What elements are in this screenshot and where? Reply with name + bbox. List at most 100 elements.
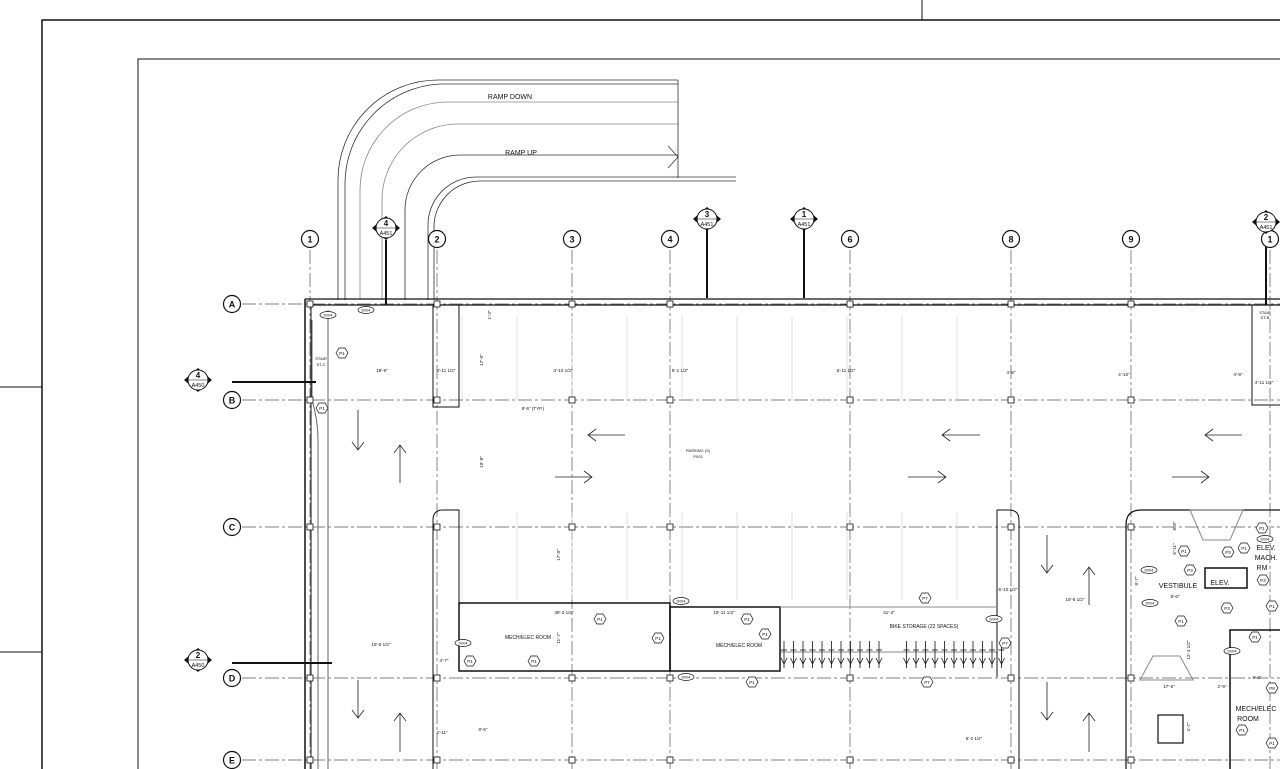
partition-tag[interactable]: P8 bbox=[1265, 682, 1279, 694]
section-number: 4 bbox=[196, 371, 201, 380]
section-number: 2 bbox=[196, 651, 201, 660]
partition-tag[interactable]: P7 bbox=[920, 676, 934, 688]
tag-text: P1 bbox=[1252, 635, 1258, 640]
dimension-label: 8'-6" bbox=[1171, 594, 1180, 599]
dimension-label: 5'-1 1/2" bbox=[672, 368, 689, 373]
dimension-label: 8'-6" (TYP.) bbox=[522, 406, 545, 411]
tag-text: P1 bbox=[467, 659, 473, 664]
partition-tag[interactable]: P1 bbox=[1265, 600, 1279, 612]
door-number: D004 bbox=[361, 309, 370, 313]
grid-bubble-column: 3 bbox=[562, 229, 582, 249]
partition-tag[interactable]: P1 bbox=[651, 632, 665, 644]
dimension-label: 1'-3" bbox=[487, 310, 492, 319]
partition-tag[interactable]: P1 bbox=[1177, 545, 1191, 557]
room-label: ELEV. bbox=[1210, 580, 1229, 587]
dimension-label: 4'-11 1/2" bbox=[437, 368, 456, 373]
grid-label: 3 bbox=[569, 235, 574, 245]
door-tag[interactable]: D004 bbox=[1141, 599, 1159, 607]
door-tag[interactable]: D004 bbox=[319, 311, 337, 319]
tag-text: P1 bbox=[655, 636, 661, 641]
tag-text: P1 bbox=[1241, 546, 1247, 551]
door-tag[interactable]: D004 bbox=[1140, 566, 1158, 574]
grid-label: B bbox=[229, 396, 236, 406]
tag-text: P1 bbox=[319, 406, 325, 411]
room-label: MECH/ELEC ROOM bbox=[716, 643, 762, 649]
grid-label: D bbox=[229, 674, 236, 684]
dimension-label: 18'-9" bbox=[376, 368, 388, 373]
grid-label: 2 bbox=[434, 235, 439, 245]
grid-label: 6 bbox=[847, 235, 852, 245]
partition-tag[interactable]: P1 bbox=[463, 655, 477, 667]
partition-tag[interactable]: P1 bbox=[1237, 542, 1251, 554]
room-label: ST-B bbox=[1261, 315, 1270, 320]
door-number: D004 bbox=[681, 676, 690, 680]
door-number: D004 bbox=[458, 642, 467, 646]
grid-bubble-row: A bbox=[222, 294, 242, 314]
tag-text: P1 bbox=[1269, 741, 1275, 746]
partition-tag[interactable]: P1 bbox=[1265, 737, 1279, 749]
grid-bubble-column: 6 bbox=[840, 229, 860, 249]
partition-tag[interactable]: P1 bbox=[740, 613, 754, 625]
door-tag[interactable]: D004 bbox=[677, 673, 695, 681]
dimension-label: 2'-9" bbox=[1218, 684, 1227, 689]
partition-tag[interactable]: P1 bbox=[1235, 724, 1249, 736]
door-tag[interactable]: D004 bbox=[454, 639, 472, 647]
section-sheet: A451 bbox=[701, 222, 714, 228]
tag-text: P3 bbox=[1225, 550, 1231, 555]
grid-label: 4 bbox=[667, 235, 672, 245]
door-number: D004 bbox=[1144, 569, 1153, 573]
grid-label: 1 bbox=[1267, 235, 1272, 245]
partition-tag[interactable]: P1 bbox=[758, 628, 772, 640]
partition-tag[interactable]: P1 bbox=[593, 613, 607, 625]
door-tag[interactable]: D004 bbox=[985, 615, 1003, 623]
partition-tag[interactable]: P3 bbox=[1256, 574, 1270, 586]
dimension-label: 4'-8" bbox=[1007, 370, 1016, 375]
grid-bubble-column: 1 bbox=[1260, 229, 1280, 249]
room-label: MECH/ELEC bbox=[1236, 706, 1277, 713]
partition-tag[interactable]: P3 bbox=[1221, 546, 1235, 558]
tag-text: P8 bbox=[1269, 686, 1275, 691]
tag-text: P1 bbox=[597, 617, 603, 622]
door-tag[interactable]: D004 bbox=[357, 306, 375, 314]
section-sheet: A451 bbox=[1260, 225, 1273, 231]
ramp bbox=[337, 79, 736, 300]
partition-tag[interactable]: P1 bbox=[1255, 522, 1269, 534]
partition-tag[interactable]: P1 bbox=[1174, 615, 1188, 627]
partition-tag[interactable]: P1 bbox=[1248, 631, 1262, 643]
partition-tag[interactable]: P1 bbox=[315, 402, 329, 414]
tag-text: P3 bbox=[1260, 578, 1266, 583]
partition-tag[interactable]: P3 bbox=[1220, 602, 1234, 614]
partition-tag[interactable]: P1 bbox=[335, 347, 349, 359]
partition-tag[interactable]: P7 bbox=[918, 592, 932, 604]
section-number: 3 bbox=[705, 210, 710, 219]
partition-tag[interactable]: P7 bbox=[998, 637, 1012, 649]
door-tag[interactable]: D004 bbox=[672, 597, 690, 605]
room-label: ROOM bbox=[1237, 716, 1259, 723]
room-label: ELEV. bbox=[1256, 545, 1275, 552]
dimension-label: 4'-10" bbox=[1118, 372, 1130, 377]
partition-tag[interactable]: P1 bbox=[745, 676, 759, 688]
door-number: D004 bbox=[1145, 602, 1154, 606]
tag-text: P7 bbox=[1002, 641, 1008, 646]
grid-bubble-row: B bbox=[222, 390, 242, 410]
partition-tag[interactable]: P3 bbox=[1183, 564, 1197, 576]
dimension-label: 5'-10 1/2" bbox=[999, 587, 1018, 592]
room-label: MACH. bbox=[1255, 555, 1278, 562]
dimension-label: 19'-11 1/2" bbox=[713, 610, 735, 615]
section-sheet: A451 bbox=[798, 222, 811, 228]
door-tag[interactable]: D004 bbox=[1256, 535, 1274, 543]
room-label: STAIR bbox=[1259, 310, 1271, 315]
door-tag[interactable]: D004 bbox=[1223, 647, 1241, 655]
grid-bubble-column: 4 bbox=[660, 229, 680, 249]
dimension-label: 9'-7" bbox=[1134, 576, 1139, 585]
dimension-label: 39'-2 1/2" bbox=[555, 610, 574, 615]
dimension-label: 4'-11 1/2" bbox=[1255, 380, 1274, 385]
partition-tag[interactable]: P1 bbox=[527, 655, 541, 667]
